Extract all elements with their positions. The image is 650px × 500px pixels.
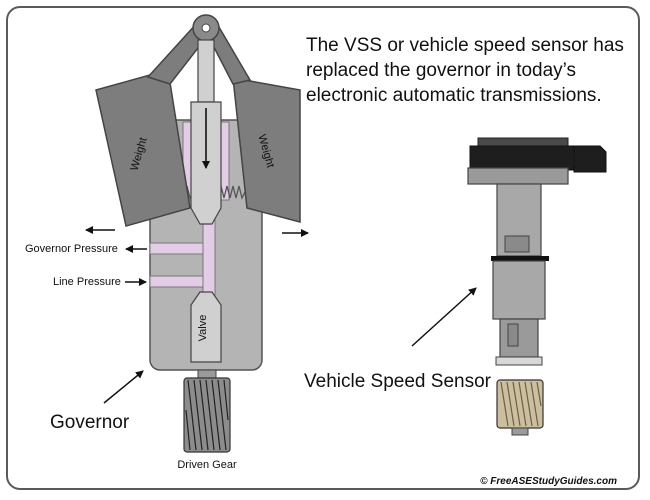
vss-slot — [507, 323, 519, 347]
caption-line-2: replaced the governor in today’s — [306, 60, 577, 81]
pivot-hole — [201, 23, 211, 33]
spring-right — [217, 184, 246, 200]
vss-flange — [467, 167, 569, 185]
vss-pointer-arrow — [411, 287, 477, 347]
vss-clip — [495, 356, 543, 366]
vehicle-speed-sensor: Vehicle Speed Sensor — [304, 137, 607, 436]
driven-gear-label: Driven Gear — [177, 459, 237, 471]
governor-pointer-arrow — [103, 370, 144, 404]
governor: Weight Weight Valve Governor Pressure Li… — [25, 14, 309, 471]
vss-tab — [504, 235, 530, 253]
valve-label: Valve — [197, 315, 209, 342]
governor-pressure-label: Governor Pressure — [25, 243, 118, 255]
copyright-notice: © FreeASEStudyGuides.com — [480, 476, 617, 487]
spool-valve — [190, 291, 222, 363]
governor-label: Governor — [50, 412, 130, 433]
caption-line-3: electronic automatic transmissions. — [306, 85, 602, 106]
diagram-frame — [6, 6, 640, 490]
vss-o-ring — [491, 256, 549, 261]
vss-neck — [499, 318, 539, 358]
vss-connector-body — [469, 145, 575, 171]
line-pressure-port — [149, 275, 204, 288]
governor-pressure-port — [149, 242, 204, 255]
vss-connector-plug — [573, 145, 607, 173]
caption: The VSS or vehicle speed sensor has repl… — [306, 33, 626, 108]
weight-right — [232, 77, 301, 223]
vss-lower-body — [492, 260, 546, 320]
vss-label: Vehicle Speed Sensor — [304, 371, 492, 392]
driven-gear-teeth — [185, 379, 229, 451]
vss-gear-teeth — [500, 381, 542, 427]
weight-left — [95, 69, 191, 227]
vss-gear-tip — [511, 427, 529, 436]
line-pressure-label: Line Pressure — [53, 276, 121, 288]
caption-line-1: The VSS or vehicle speed sensor has — [306, 35, 624, 56]
shaft-rod — [197, 39, 215, 103]
